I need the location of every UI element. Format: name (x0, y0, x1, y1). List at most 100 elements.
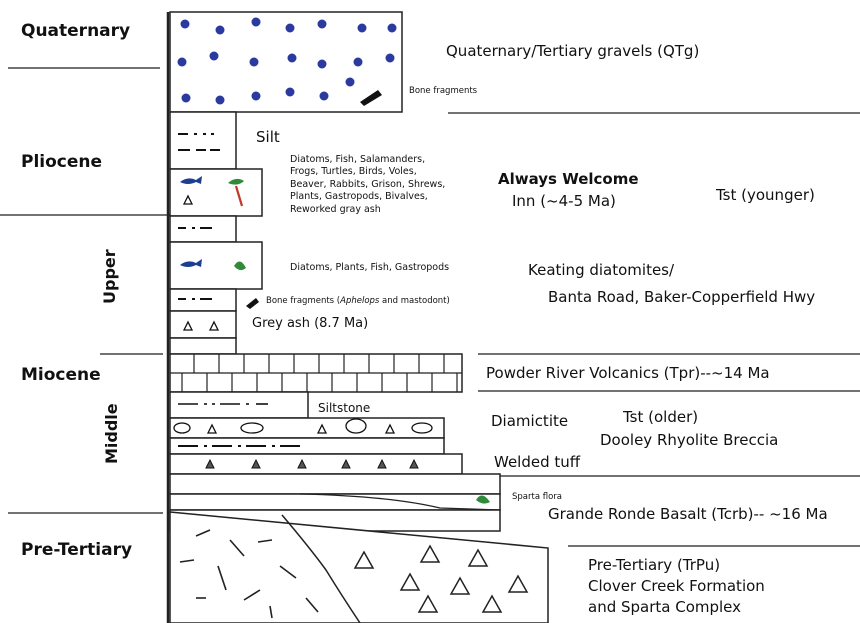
fossil-list-line: Frogs, Turtles, Birds, Voles, (290, 166, 417, 178)
fossil-label-aphelops: Bone fragments (Aphelops and mastodont) (266, 296, 450, 306)
leaf-icon (476, 495, 490, 504)
grey-ash-layer (169, 310, 237, 339)
unit-label-grey-ash: Grey ash (8.7 Ma) (252, 316, 369, 331)
powder-river-bricks (181, 354, 458, 392)
basement-triangle (353, 550, 375, 569)
pliocene-fossil-layer (169, 168, 263, 217)
dooley-layer (169, 437, 445, 455)
bone-fragments-suffix: and mastodont) (379, 296, 450, 306)
silt-pattern (178, 133, 220, 151)
unit-label-grande-ronde: Grande Ronde Basalt (Tcrb)-- ~16 Ma (548, 505, 828, 523)
basement-triangle (467, 548, 489, 567)
gravel-dot (387, 23, 397, 33)
bird-icon (228, 178, 244, 185)
welded-tuff-triangle (297, 458, 307, 469)
gravel-dot (215, 25, 225, 35)
bone-fragments-prefix: Bone fragments ( (266, 296, 341, 306)
bone-fragment-symbol (360, 90, 382, 106)
welded-tuff-triangles (205, 458, 419, 469)
unit-label-silt: Silt (256, 128, 280, 146)
grande-ronde-upper (169, 473, 501, 495)
welded-tuff-triangle (409, 458, 419, 469)
unit-label-welded-tuff: Welded tuff (494, 453, 581, 471)
bird-leg-icon (234, 185, 244, 207)
fish-icon (180, 176, 202, 184)
gravel-dot (285, 23, 295, 33)
gravel-dot (317, 19, 327, 29)
unit-label-banta-road: Banta Road, Baker-Copperfield Hwy (548, 288, 816, 306)
subdivision-label-upper: Upper (100, 249, 119, 304)
gravel-dot (357, 23, 367, 33)
gravel-dot (317, 59, 327, 69)
trpu-line-2: Clover Creek Formation (588, 577, 765, 595)
pre-powder-layer (169, 337, 237, 355)
keating-fossil-list: Diatoms, Plants, Fish, Gastropods (290, 262, 450, 273)
welded-tuff-triangle (377, 458, 387, 469)
fossil-label-sparta-flora: Sparta flora (512, 492, 562, 502)
gravel-dot (249, 57, 259, 67)
era-label-pre-tertiary: Pre-Tertiary (21, 540, 133, 560)
unit-label-siltstone: Siltstone (318, 401, 371, 415)
unit-label-keating: Keating diatomites/ (528, 261, 675, 279)
unit-label-pre-tertiary-trpu: Pre-Tertiary (TrPu) Clover Creek Formati… (588, 555, 765, 618)
fossil-list-line: Beaver, Rabbits, Grison, Shrews, (290, 178, 446, 190)
gravel-dot (319, 91, 329, 101)
sparta-flora-wedge (299, 493, 501, 511)
gravel-dot (181, 93, 191, 103)
welded-tuff-triangle (251, 458, 261, 469)
grande-ronde-lower (169, 493, 501, 511)
fossil-label-bone-fragments: Bone fragments (409, 86, 478, 96)
unit-label-tst-older: Tst (older) (623, 408, 699, 426)
basement-triangle (507, 574, 529, 593)
gravel-dot (385, 53, 395, 63)
trpu-line-3: and Sparta Complex (588, 598, 742, 616)
gravel-dot (215, 95, 225, 105)
aphelops-taxon: Aphelops (340, 296, 380, 306)
unit-label-powder-river: Powder River Volcanics (Tpr)--~14 Ma (486, 364, 770, 382)
always-welcome-line-1: Always Welcome (498, 170, 639, 188)
unit-label-dooley: Dooley Rhyolite Breccia (600, 431, 779, 449)
era-label-pliocene: Pliocene (21, 152, 103, 172)
diamictite-clasts (173, 418, 433, 434)
gravel-dots (177, 17, 397, 105)
basement-triangle (399, 572, 421, 591)
welded-tuff-triangle (205, 458, 215, 469)
pliocene-fossil-list: Diatoms, Fish, Salamanders, Frogs, Turtl… (290, 154, 445, 216)
silt-layer (169, 111, 237, 170)
subdivision-label-middle: Middle (102, 403, 121, 464)
trpu-line-1: Pre-Tertiary (TrPu) (588, 556, 721, 574)
welded-tuff-layer (169, 453, 463, 475)
gravel-dot (285, 87, 295, 97)
basement-triangle (481, 594, 503, 613)
gravel-dot (287, 53, 297, 63)
unit-label-diamictite: Diamictite (491, 412, 569, 430)
fossil-list-line: Plants, Gastropods, Bivalves, (290, 191, 428, 203)
pre-tertiary-contact (281, 514, 361, 623)
welded-tuff-triangle (341, 458, 351, 469)
gravel-dot (180, 19, 190, 29)
siltstone-layer (169, 391, 309, 419)
fossil-list-line: Diatoms, Fish, Salamanders, (290, 154, 426, 165)
basement-dashes (179, 529, 319, 619)
gravel-dot (345, 77, 355, 87)
gravel-dot (251, 17, 261, 27)
unit-label-tst-younger: Tst (younger) (716, 186, 815, 204)
era-label-quaternary: Quaternary (21, 21, 131, 41)
fish-icon (180, 259, 202, 267)
basement-triangle (417, 594, 439, 613)
leaf-icon (234, 261, 246, 271)
unit-label-always-welcome: Always Welcome Inn (~4-5 Ma) (498, 168, 639, 212)
gravel-dot (353, 57, 363, 67)
gravel-dot (209, 51, 219, 61)
fossil-list-line: Reworked gray ash (290, 203, 381, 215)
ash-triangle-icon (182, 194, 194, 205)
gravel-dot (177, 57, 187, 67)
grey-ash-triangles (182, 320, 220, 331)
unit-label-qtg: Quaternary/Tertiary gravels (QTg) (446, 42, 700, 60)
basement-triangle (419, 544, 441, 563)
gravel-dot (251, 91, 261, 101)
basement-triangles (353, 544, 529, 613)
bone-fragment-symbol (246, 298, 259, 309)
always-welcome-line-2: Inn (~4-5 Ma) (512, 192, 616, 210)
